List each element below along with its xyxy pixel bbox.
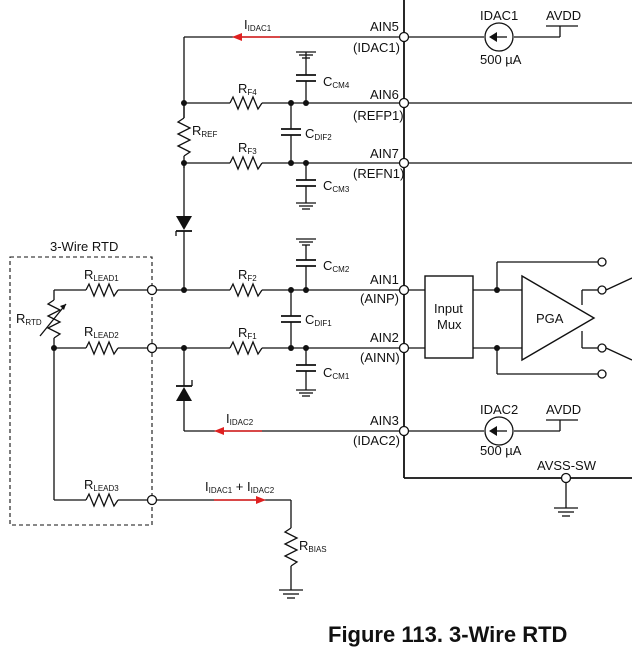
- ain7-junction-mid: [288, 160, 294, 166]
- rbias-resistor-icon: [283, 527, 299, 590]
- rf4-label: RF4: [238, 81, 257, 97]
- idac1-current-arrow: [232, 33, 280, 41]
- rf1-label: RF1: [238, 325, 257, 341]
- ain6-junction-cap: [303, 100, 309, 106]
- rbias-ground-icon: [279, 589, 303, 599]
- ain1-line: [54, 282, 425, 298]
- ccm3-capacitor-icon: [296, 163, 316, 210]
- rlead3-label: RLEAD3: [84, 477, 119, 493]
- idac1-label: IDAC1: [480, 8, 518, 23]
- ccm1-capacitor-icon: [296, 348, 316, 397]
- idac2-source-icon: [484, 416, 514, 446]
- ain5-alt-label: (IDAC1): [353, 40, 400, 55]
- ccm2-label: CCM2: [323, 258, 350, 274]
- idac2-current-arrow: [214, 427, 262, 435]
- cdif2-capacitor-icon: [281, 103, 301, 163]
- idac2-current-label: IIDAC2: [226, 411, 254, 427]
- pga-amplifier: [521, 274, 596, 362]
- idac2-label: IDAC2: [480, 402, 518, 417]
- input-mux-label-line2: Mux: [437, 317, 462, 332]
- idac2-value: 500 µA: [480, 443, 522, 458]
- idac1-source-icon: [484, 22, 514, 52]
- rf2-label: RF2: [238, 267, 257, 283]
- rtd-node-bottom: [146, 494, 158, 506]
- ain2-alt-label: (AINN): [360, 350, 400, 365]
- rlead3-line: [53, 348, 292, 528]
- avdd-top-label: AVDD: [546, 8, 581, 23]
- ain1-pin: [398, 284, 410, 296]
- idac1-current-label: IIDAC1: [244, 17, 272, 33]
- ain3-label: AIN3: [370, 413, 399, 428]
- diode-1-icon: [175, 163, 192, 290]
- ain1-junction-cap: [303, 287, 309, 293]
- ccm4-label: CCM4: [323, 74, 350, 90]
- ccm2-capacitor-icon: [296, 238, 316, 290]
- idac1-value: 500 µA: [480, 52, 522, 67]
- pga-label: PGA: [536, 311, 564, 326]
- cdif1-label: CDIF1: [305, 312, 332, 328]
- ain6-label: AIN6: [370, 87, 399, 102]
- avss-ground-icon: [554, 483, 578, 517]
- ain6-line: [184, 95, 632, 111]
- ain3-pin: [398, 425, 410, 437]
- ain2-label: AIN2: [370, 330, 399, 345]
- mux-out-junction-top: [494, 287, 500, 293]
- cdif1-capacitor-icon: [281, 290, 301, 348]
- ccm4-capacitor-icon: [296, 51, 316, 103]
- ain7-pin: [398, 157, 410, 169]
- rref-label: RREF: [192, 123, 218, 139]
- ain2-line: [54, 340, 425, 356]
- sum-current-arrow: [214, 496, 266, 504]
- ccm1-label: CCM1: [323, 365, 350, 381]
- sum-current-label: IIDAC1 + IIDAC2: [205, 479, 275, 495]
- avss-label: AVSS-SW: [537, 458, 597, 473]
- rtd-group-label: 3-Wire RTD: [50, 239, 118, 254]
- avdd-bottom-label: AVDD: [546, 402, 581, 417]
- ain7-label: AIN7: [370, 146, 399, 161]
- ain5-line: [183, 25, 578, 118]
- rtd-resistor-icon: [39, 290, 67, 348]
- ccm3-label: CCM3: [323, 178, 350, 194]
- rtd-group-box: [9, 256, 153, 526]
- rlead1-label: RLEAD1: [84, 267, 119, 283]
- ain1-alt-label: (AINP): [360, 291, 399, 306]
- ain5-label: AIN5: [370, 19, 399, 34]
- mux-out-junction-bottom: [494, 345, 500, 351]
- diode-2-icon: [176, 348, 193, 431]
- ain6-pin: [398, 97, 410, 109]
- adc-chip-outline: [403, 0, 632, 479]
- ain7-alt-label: (REFN1): [353, 166, 404, 181]
- ain2-pin: [398, 342, 410, 354]
- rtd-node-mid: [146, 342, 158, 354]
- rf3-label: RF3: [238, 140, 257, 156]
- avss-pin: [560, 472, 572, 484]
- rrtd-label: RRTD: [16, 311, 42, 327]
- ain1-label: AIN1: [370, 272, 399, 287]
- switch-contacts: [581, 257, 632, 379]
- ain7-line: [184, 155, 632, 171]
- ain1-junction-left: [181, 287, 187, 293]
- ain3-alt-label: (IDAC2): [353, 433, 400, 448]
- cdif2-label: CDIF2: [305, 126, 332, 142]
- rbias-label: RBIAS: [299, 538, 327, 554]
- ain5-pin: [398, 31, 410, 43]
- ain6-alt-label: (REFP1): [353, 108, 404, 123]
- rtd-node-top: [146, 284, 158, 296]
- input-mux-block: [424, 275, 474, 359]
- figure-caption: Figure 113. 3-Wire RTD: [328, 622, 567, 647]
- input-mux-label-line1: Input: [434, 301, 463, 316]
- rlead2-label: RLEAD2: [84, 324, 119, 340]
- rref-resistor-icon: [176, 103, 192, 168]
- ain2-junction-mid: [288, 345, 294, 351]
